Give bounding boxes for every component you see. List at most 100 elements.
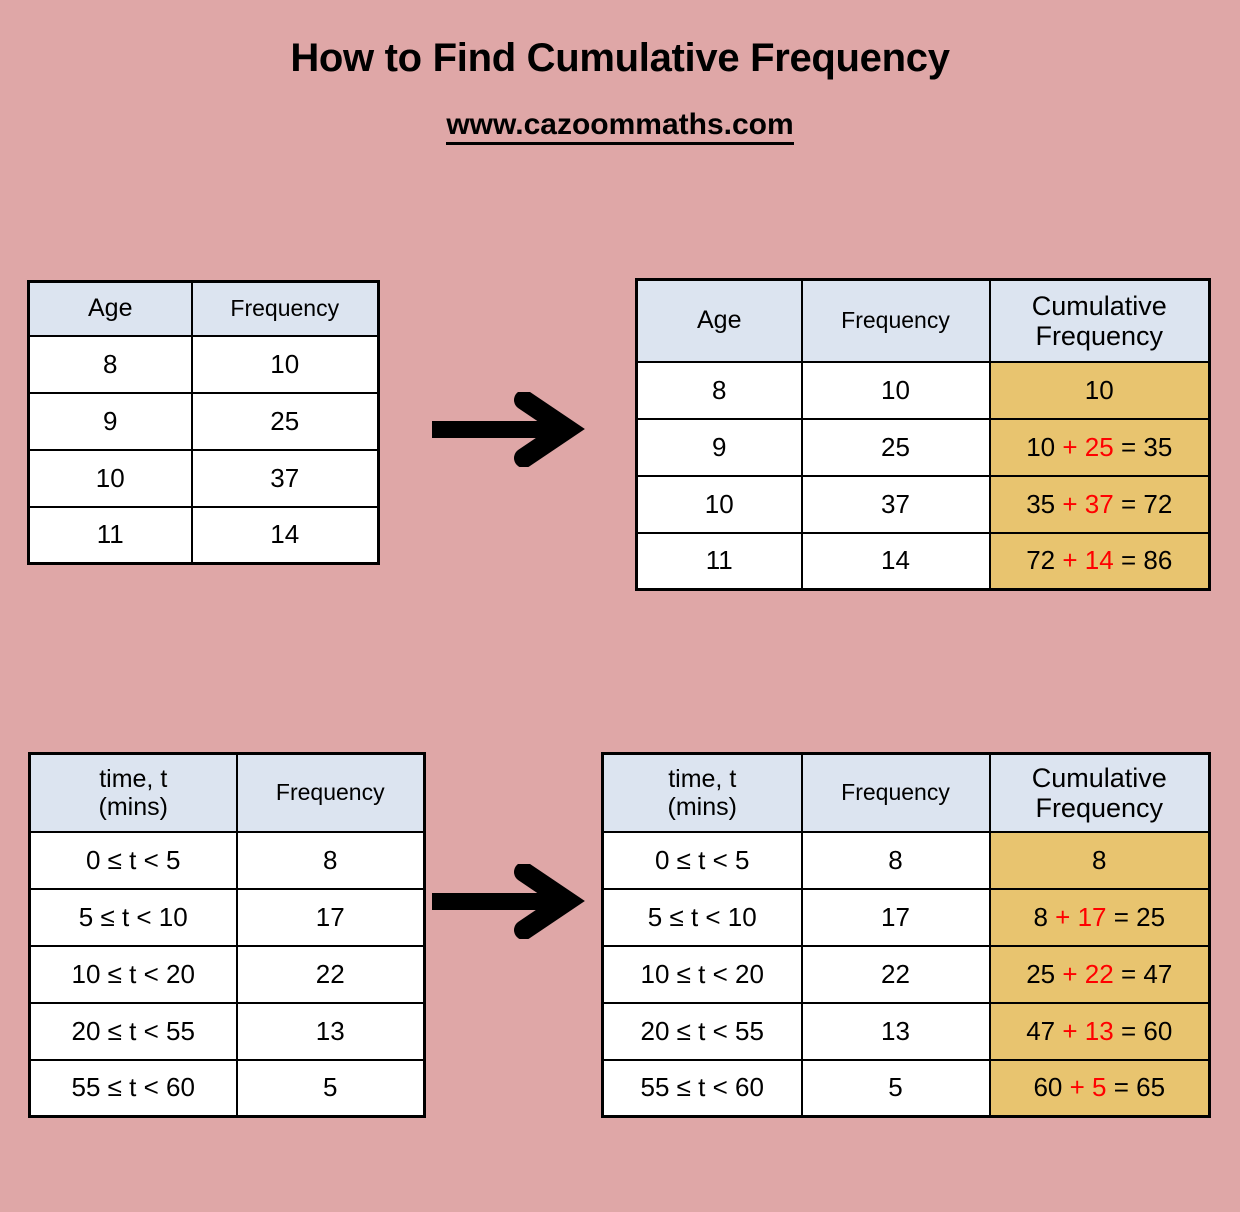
cell-cumulative-frequency: 25 + 22 = 47 [988,944,1211,1004]
cell-frequency: 37 [190,448,380,508]
table-row: 0 ≤ t < 5 8 8 [601,830,1211,890]
table-header-row: Age Frequency [27,280,380,337]
cumulative-addend: 25 [1084,431,1114,462]
cell-age: 9 [27,391,193,451]
column-header-cumulative-frequency: Cumulative Frequency [988,752,1211,833]
table-row: 20 ≤ t < 55 13 [28,1001,426,1061]
cell-frequency: 14 [800,531,991,591]
cumulative-plus-sign: + [1062,488,1078,519]
cell-frequency: 8 [800,830,991,890]
cumulative-previous: 47 [1026,1015,1056,1046]
cumulative-plus-sign: + [1062,545,1078,576]
table-header-row: Age Frequency Cumulative Frequency [635,278,1211,363]
cumulative-addend: 14 [1084,545,1114,576]
column-header-frequency: Frequency [235,752,426,833]
table-row: 5 ≤ t < 10 17 [28,887,426,947]
column-header-frequency: Frequency [800,278,991,363]
cumulative-equals-sign: = [1113,901,1129,932]
table-header-row: time, t (mins) Frequency Cumulative Freq… [601,752,1211,833]
cell-age: 8 [27,334,193,394]
cell-frequency: 8 [235,830,426,890]
cumulative-equals-sign: = [1120,1015,1137,1046]
table-time-frequency: time, t (mins) Frequency 0 ≤ t < 5 8 5 ≤… [28,752,426,1118]
cumulative-addend: 13 [1084,1015,1114,1046]
table-row: 8 10 [27,334,380,394]
cell-age: 10 [27,448,193,508]
cumulative-previous: 25 [1026,958,1056,989]
cell-frequency: 17 [235,887,426,947]
cumulative-addend: 5 [1092,1072,1107,1103]
column-header-time: time, t (mins) [601,752,803,833]
cell-age: 11 [27,505,193,565]
cell-cumulative-frequency: 47 + 13 = 60 [988,1001,1211,1061]
cumulative-previous: 35 [1026,488,1056,519]
cumulative-total: 86 [1143,545,1173,576]
cumulative-equals-sign: = [1120,488,1137,519]
cumulative-total: 65 [1136,1072,1166,1103]
cell-frequency: 22 [235,944,426,1004]
cumulative-total: 25 [1136,901,1166,932]
right-arrow-icon [432,862,592,944]
table-time-cumulative-frequency: time, t (mins) Frequency Cumulative Freq… [601,752,1211,1118]
time-header-line2: (mins) [667,792,737,821]
cell-frequency: 10 [800,360,991,420]
right-arrow-icon [432,390,592,472]
cumulative-plus-sign: + [1055,901,1071,932]
cell-cumulative-frequency: 8 [988,830,1211,890]
page-subtitle: www.cazoommaths.com [0,108,1240,145]
cell-frequency: 25 [190,391,380,451]
cell-frequency: 10 [190,334,380,394]
column-header-frequency: Frequency [800,752,991,833]
table-row: 8 10 10 [635,360,1211,420]
table-row: 9 25 10 + 25 = 35 [635,417,1211,477]
column-header-age: Age [27,280,193,337]
table-row: 20 ≤ t < 55 13 47 + 13 = 60 [601,1001,1211,1061]
cell-time-interval: 20 ≤ t < 55 [28,1001,238,1061]
table-row: 9 25 [27,391,380,451]
cumulative-addend: 37 [1084,488,1114,519]
table-row: 55 ≤ t < 60 5 60 + 5 = 65 [601,1058,1211,1118]
cumulative-addend: 22 [1084,958,1114,989]
cell-time-interval: 0 ≤ t < 5 [28,830,238,890]
cell-cumulative-frequency: 8 + 17 = 25 [988,887,1211,947]
time-header-line2: (mins) [98,792,168,821]
website-link[interactable]: www.cazoommaths.com [446,108,794,145]
cumulative-total: 8 [1092,844,1107,875]
cumulative-header-line1: Cumulative [1031,762,1167,793]
cell-frequency: 13 [800,1001,991,1061]
time-header-line1: time, t [99,764,168,793]
cumulative-header-line1: Cumulative [1031,290,1167,321]
cumulative-equals-sign: = [1113,1072,1129,1103]
table-row: 11 14 [27,505,380,565]
cell-time-interval: 10 ≤ t < 20 [601,944,803,1004]
cumulative-equals-sign: = [1120,431,1137,462]
cell-frequency: 5 [800,1058,991,1118]
table-row: 11 14 72 + 14 = 86 [635,531,1211,591]
cell-frequency: 37 [800,474,991,534]
cell-frequency: 22 [800,944,991,1004]
cumulative-total: 60 [1143,1015,1173,1046]
cumulative-total: 10 [1084,374,1114,405]
table-row: 10 37 [27,448,380,508]
table-row: 5 ≤ t < 10 17 8 + 17 = 25 [601,887,1211,947]
column-header-time: time, t (mins) [28,752,238,833]
cell-time-interval: 0 ≤ t < 5 [601,830,803,890]
cumulative-previous: 60 [1033,1072,1063,1103]
cumulative-plus-sign: + [1062,958,1078,989]
cumulative-previous: 72 [1026,545,1056,576]
cell-cumulative-frequency: 72 + 14 = 86 [988,531,1211,591]
table-age-cumulative-frequency: Age Frequency Cumulative Frequency 8 10 … [635,278,1211,591]
column-header-cumulative-frequency: Cumulative Frequency [988,278,1211,363]
table-row: 10 37 35 + 37 = 72 [635,474,1211,534]
cell-age: 11 [635,531,803,591]
table-age-frequency: Age Frequency 8 10 9 25 10 37 11 14 [27,280,380,565]
cumulative-header-line2: Frequency [1035,792,1164,823]
cell-frequency: 17 [800,887,991,947]
time-header-line1: time, t [668,764,737,793]
cell-frequency: 14 [190,505,380,565]
cumulative-addend: 17 [1077,901,1107,932]
cell-time-interval: 5 ≤ t < 10 [28,887,238,947]
page-title: How to Find Cumulative Frequency [290,36,950,80]
cumulative-plus-sign: + [1062,1015,1078,1046]
cumulative-previous: 8 [1033,901,1048,932]
